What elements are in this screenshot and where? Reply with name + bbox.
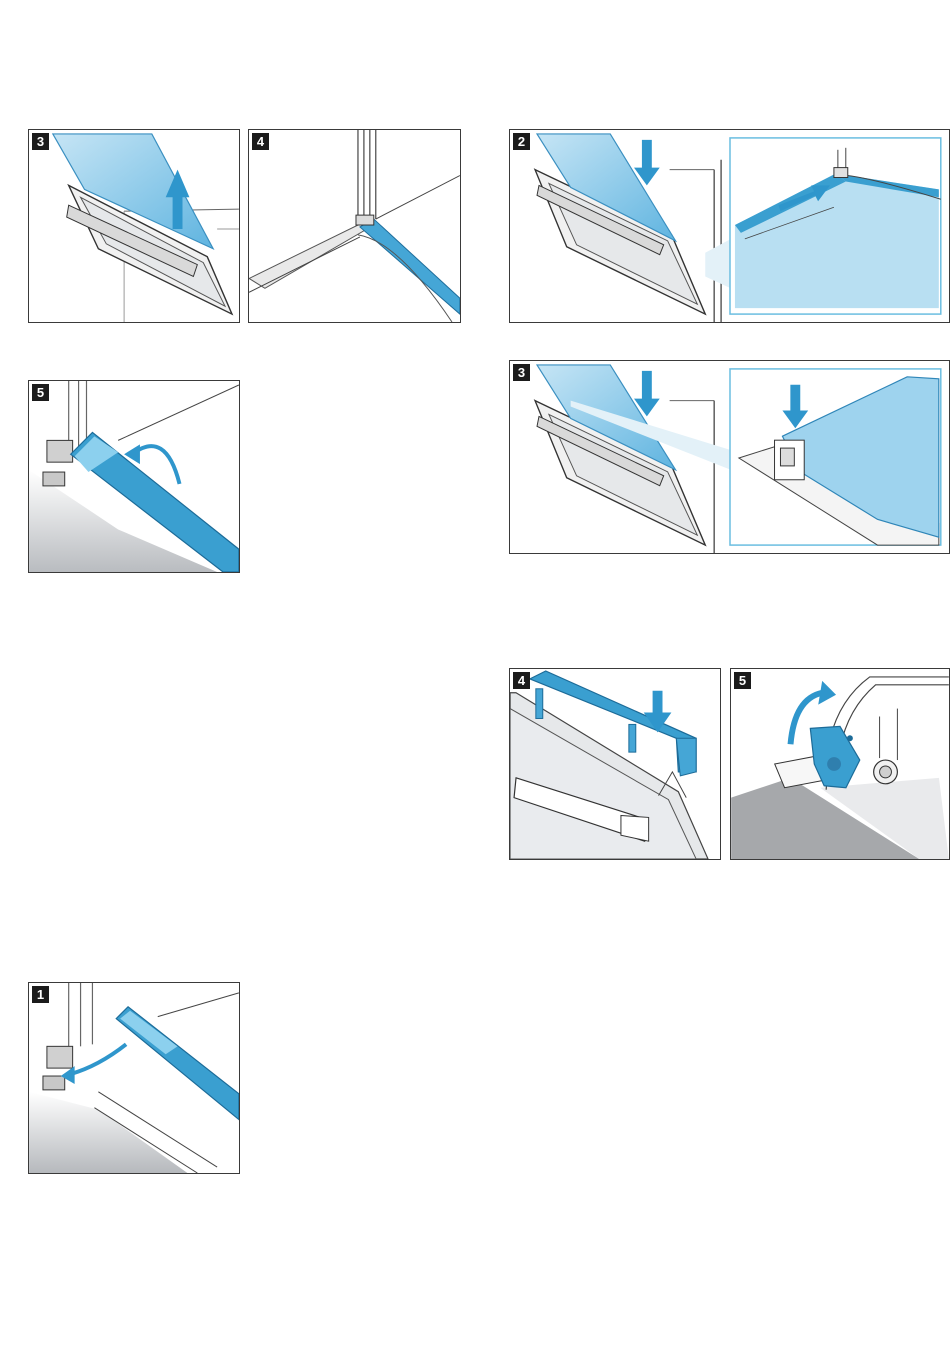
step-number-badge: 4: [513, 672, 530, 689]
fold-cover-strip-icon: [29, 381, 239, 572]
figure-step-5-fold-strip: 5: [28, 380, 240, 573]
figure-step-4-press-strip: 4: [509, 668, 721, 860]
step-number-badge: 2: [513, 133, 530, 150]
step-number-badge: 5: [734, 672, 751, 689]
figure-step-4-door-strip: 4: [248, 129, 461, 323]
figure-step-5-close-lever: 5: [730, 668, 950, 860]
attach-cover-strip-icon: [29, 983, 239, 1173]
press-glass-pane-icon: [510, 361, 949, 553]
figure-step-3-lift-glass: 3: [28, 129, 240, 323]
step-number-badge: 5: [32, 384, 49, 401]
figure-step-1-attach-strip: 1: [28, 982, 240, 1174]
insert-glass-pane-icon: [510, 130, 949, 322]
step-number-badge: 4: [252, 133, 269, 150]
step-number-badge: 3: [513, 364, 530, 381]
lift-out-glass-pane-icon: [29, 130, 239, 322]
close-hinge-lever-icon: [731, 669, 949, 859]
figure-step-3-press-glass: 3: [509, 360, 950, 554]
press-cover-strip-icon: [510, 669, 720, 859]
figure-step-2-insert-glass: 2: [509, 129, 950, 323]
door-strip-on-oven-icon: [249, 130, 460, 322]
step-number-badge: 1: [32, 986, 49, 1003]
step-number-badge: 3: [32, 133, 49, 150]
